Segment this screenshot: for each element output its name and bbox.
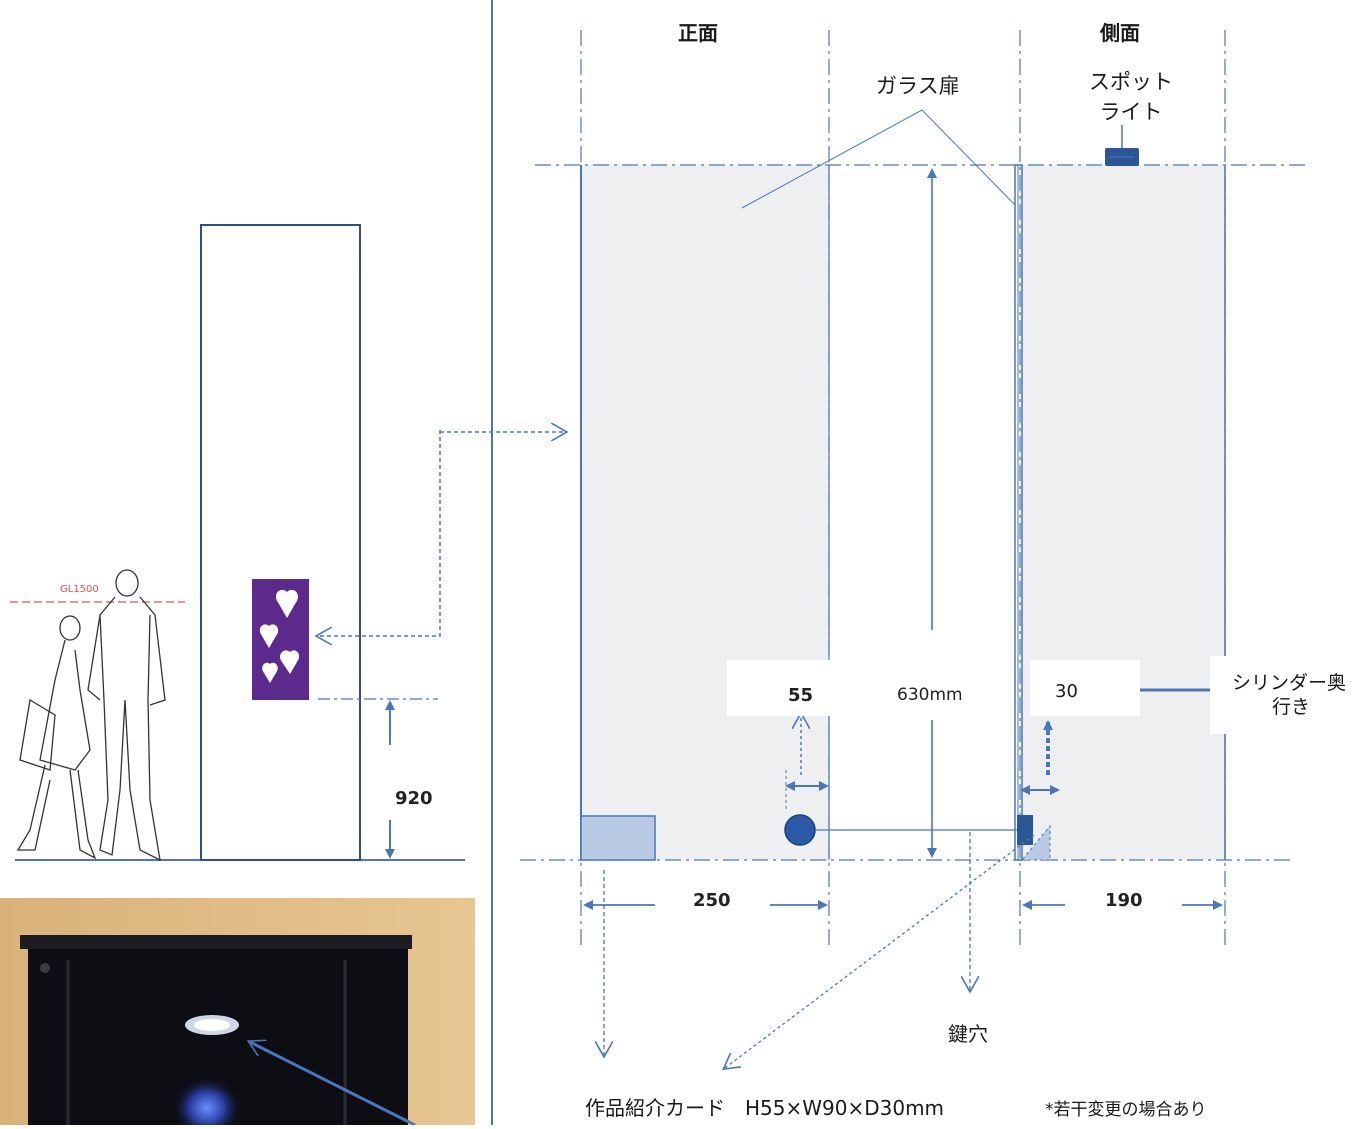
label-box-55 xyxy=(727,660,867,716)
wall-elevation xyxy=(10,224,565,861)
note-label: *若干変更の場合あり xyxy=(1045,1100,1207,1120)
spotlight-label-1: スポット xyxy=(1089,70,1173,94)
label-box-cylinder xyxy=(1210,656,1370,734)
label-box-630 xyxy=(875,670,985,720)
cylinder-lock-icon xyxy=(784,814,816,846)
keyhole-label: 鍵穴 xyxy=(948,1022,988,1046)
dimension-55: 55 xyxy=(788,685,814,706)
dimension-30: 30 xyxy=(1055,681,1078,702)
cylinder-depth-label-2: 行き xyxy=(1272,696,1311,718)
card-spec-label: 作品紹介カード H55×W90×D30mm xyxy=(585,1096,945,1120)
dimension-630: 630mm xyxy=(897,685,963,705)
dimension-920: 920 xyxy=(395,788,433,809)
spotlight-label-2: ライト xyxy=(1099,100,1163,124)
glass-door-label: ガラス扉 xyxy=(876,74,960,98)
dimension-250: 250 xyxy=(693,890,731,911)
couple-sketch-icon xyxy=(16,569,166,862)
side-view-title: 側面 xyxy=(1100,21,1140,45)
artwork-hearts-icon xyxy=(252,579,309,700)
front-view-title: 正面 xyxy=(678,21,718,45)
front-side-views xyxy=(520,30,1310,1068)
gl-marker-label: GL1500 xyxy=(60,584,99,595)
label-box-30 xyxy=(1030,660,1140,716)
case-photo xyxy=(0,898,475,1129)
cylinder-depth-label-1: シリンダー奥 xyxy=(1232,672,1347,694)
dimension-190: 190 xyxy=(1105,890,1143,911)
